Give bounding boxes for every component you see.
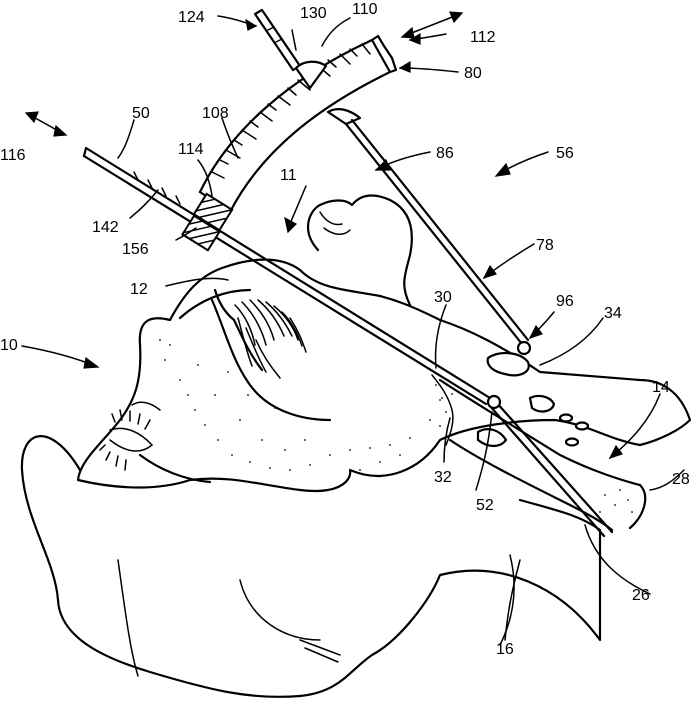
airway-hole-3 xyxy=(566,439,578,446)
ref-16: 16 xyxy=(496,641,514,658)
pointer-arrow-56 xyxy=(496,152,548,176)
airway-hole-2 xyxy=(576,423,588,430)
ref-124: 124 xyxy=(178,9,205,26)
head-outline xyxy=(78,260,690,491)
ref-34: 34 xyxy=(604,305,622,322)
ref-78: 78 xyxy=(536,237,554,254)
ref-116: 116 xyxy=(0,147,26,164)
ref-96: 96 xyxy=(556,293,574,310)
ref-12: 12 xyxy=(130,281,148,298)
trachea-end xyxy=(630,485,645,528)
ref-10: 10 xyxy=(0,337,18,354)
turbinate-shape-2 xyxy=(530,396,554,411)
arc-end-cap xyxy=(372,36,396,72)
ref-108: 108 xyxy=(202,105,229,122)
ref-142: 142 xyxy=(92,219,119,236)
ref-156: 156 xyxy=(122,241,149,258)
pivot-96 xyxy=(518,342,530,354)
ref-32: 32 xyxy=(434,469,452,486)
collar-fold-2 xyxy=(300,640,340,662)
trachea-fold xyxy=(478,429,506,446)
arc-scale-ends xyxy=(200,40,390,212)
chest-line xyxy=(500,555,514,645)
collar-fold xyxy=(240,580,320,640)
shoulder-inner-line xyxy=(118,560,138,676)
ref-110: 110 xyxy=(352,1,378,18)
ref-112: 112 xyxy=(470,29,496,46)
probe-marks xyxy=(134,172,180,204)
sinus-lobe xyxy=(320,212,350,234)
probe-tip xyxy=(84,148,86,156)
ref-80: 80 xyxy=(464,65,482,82)
airway-hole-1 xyxy=(560,415,572,422)
ref-130: 130 xyxy=(300,5,327,22)
ref-50: 50 xyxy=(132,105,150,122)
ref-11: 11 xyxy=(280,167,297,184)
ref-28: 28 xyxy=(672,471,690,488)
top-mount xyxy=(296,62,326,88)
probe-end-52 xyxy=(488,396,500,408)
ref-14: 14 xyxy=(652,379,670,396)
ref-30: 30 xyxy=(434,289,452,306)
arc-scale-inner xyxy=(230,72,390,212)
ref-114: 114 xyxy=(178,141,204,158)
ref-26: 26 xyxy=(632,587,650,604)
double-arrow-112 xyxy=(402,12,462,38)
ref-56: 56 xyxy=(556,145,574,162)
trachea-stipple xyxy=(599,489,633,513)
pointer-arrow-10 xyxy=(22,346,98,368)
lower-mount xyxy=(328,109,360,124)
double-arrow-116 xyxy=(26,112,66,136)
ref-52: 52 xyxy=(476,497,494,514)
ref-86: 86 xyxy=(436,145,454,162)
